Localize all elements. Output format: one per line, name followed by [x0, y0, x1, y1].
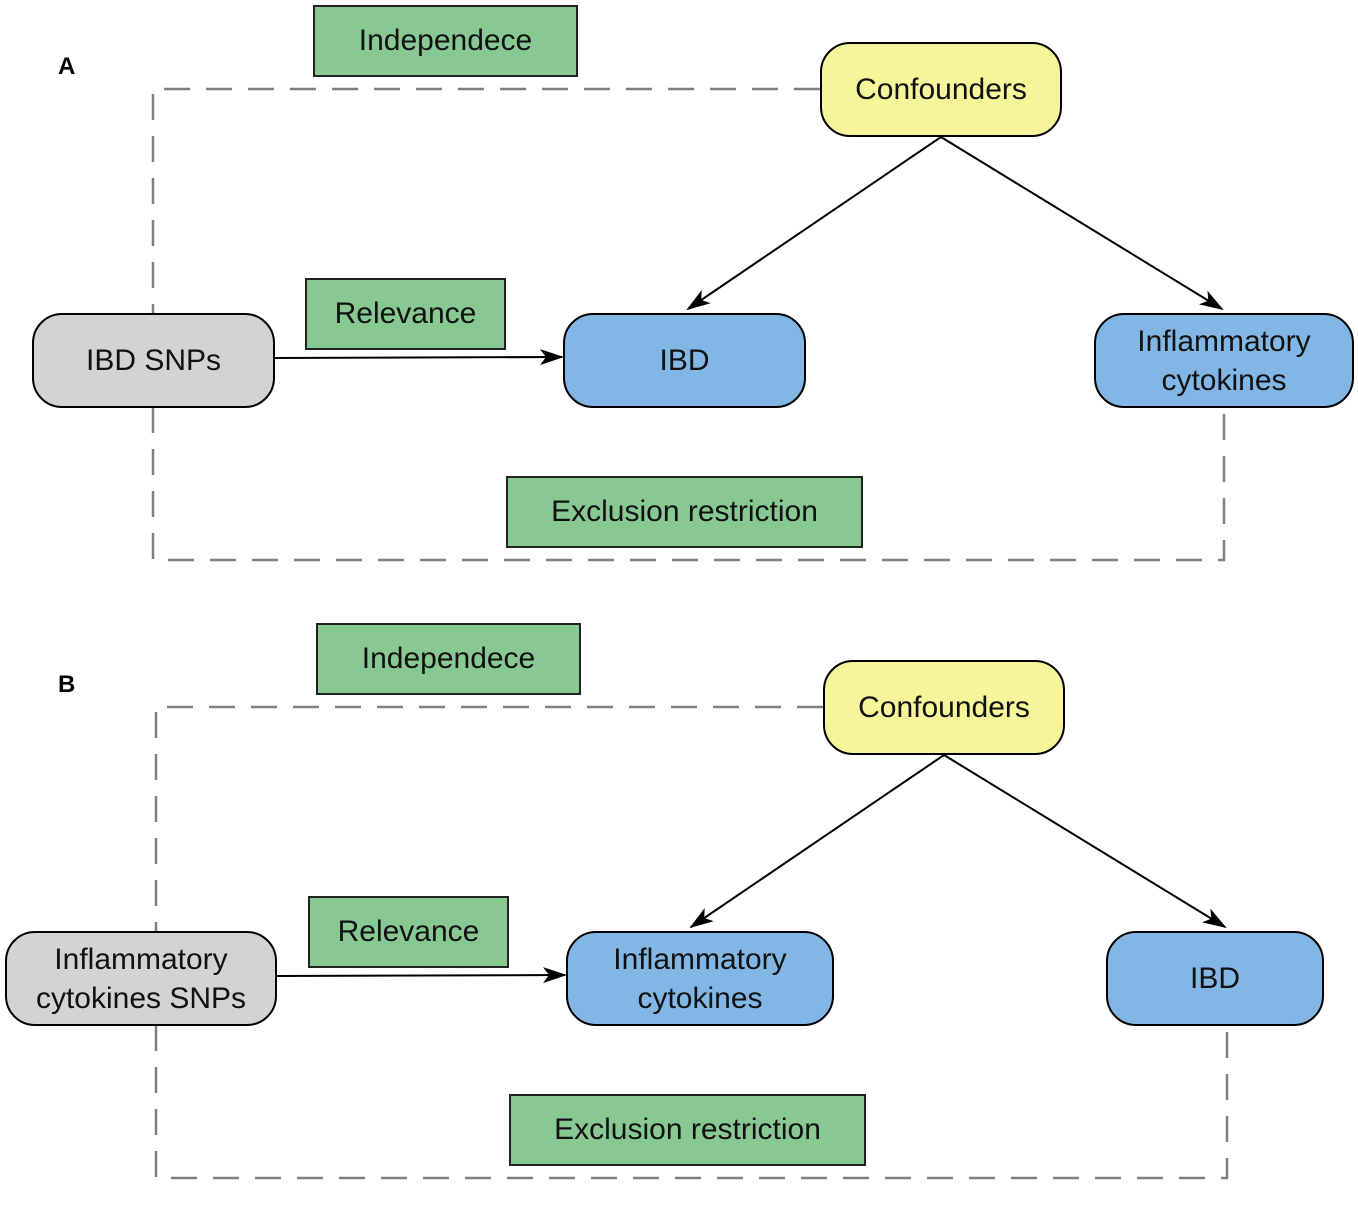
instrument-node: IBD SNPs	[32, 313, 275, 408]
panel-label: B	[58, 671, 76, 698]
instrument-node: Inflammatory cytokines SNPs	[5, 931, 277, 1026]
relevance-label: Relevance	[305, 278, 506, 350]
exclusion-restriction-label: Exclusion restriction	[506, 476, 863, 548]
panel-a-connectors	[151, 87, 1226, 562]
relevance-arrow	[276, 967, 567, 984]
independence-label: Independece	[316, 623, 581, 695]
confounder-to-outcome-arrow	[940, 136, 1224, 311]
panel-a: A Independece Confounders Relevance IBD …	[0, 0, 1358, 592]
confounders-node: Confounders	[823, 660, 1065, 755]
exclusion-restriction-label: Exclusion restriction	[509, 1094, 866, 1166]
outcome-node: IBD	[1106, 931, 1324, 1026]
panel-b: B Independece Confounders Relevance Infl…	[0, 618, 1358, 1210]
independence-label: Independece	[313, 5, 578, 77]
confounder-to-outcome-arrow	[943, 754, 1227, 929]
confounder-to-exposure-arrow	[686, 136, 942, 311]
panel-label: A	[58, 53, 76, 80]
exclusion-dashed-frame	[151, 87, 1226, 562]
exclusion-dashed-frame	[154, 705, 1229, 1180]
panel-b-connectors	[154, 705, 1229, 1180]
relevance-label: Relevance	[308, 896, 509, 968]
confounders-node: Confounders	[820, 42, 1062, 137]
outcome-node: Inflammatory cytokines	[1094, 313, 1354, 408]
relevance-arrow	[273, 349, 564, 366]
exposure-node: IBD	[563, 313, 806, 408]
exposure-node: Inflammatory cytokines	[566, 931, 834, 1026]
confounder-to-exposure-arrow	[689, 754, 945, 929]
